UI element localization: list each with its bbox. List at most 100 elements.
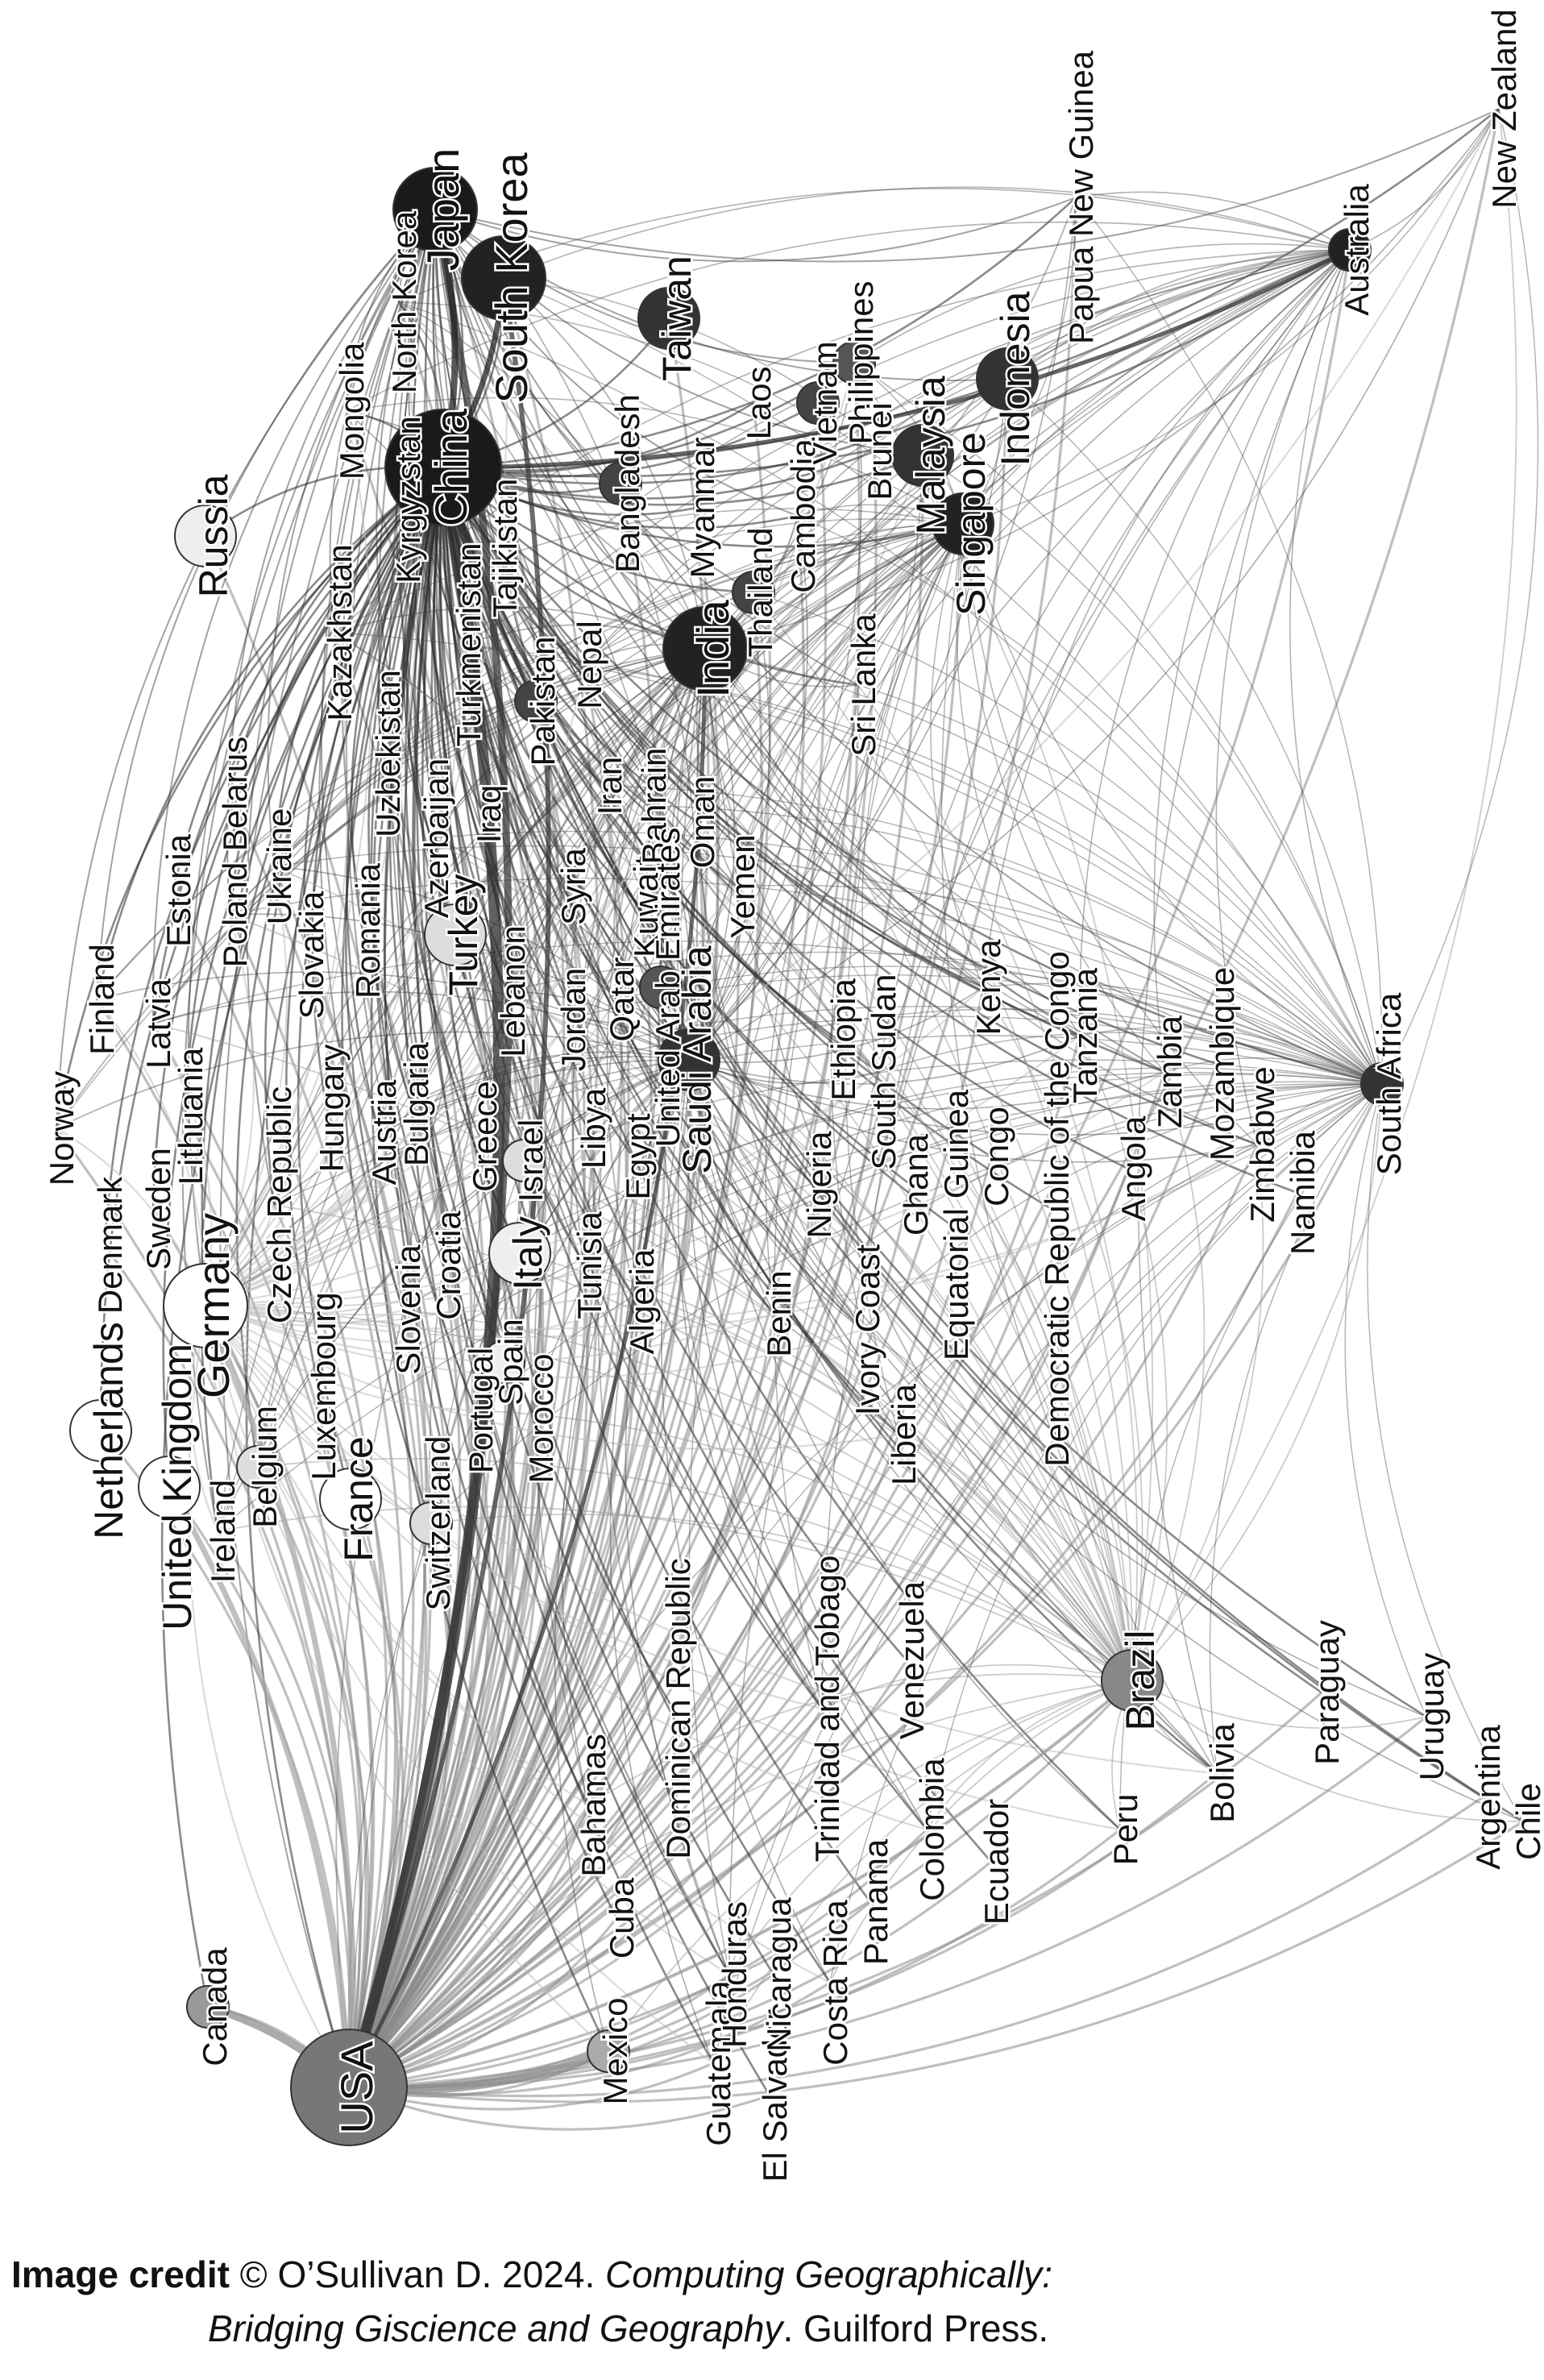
node-bangladesh [599,462,642,505]
edge-india-austria [378,648,706,1133]
label-singapore: Singapore [948,432,994,616]
edge-japan-italy [378,209,521,1254]
edge-japan-south-africa [434,209,1383,1085]
edge-india-belgium [257,648,706,1468]
edge-china-zimbabwe [442,467,1258,1146]
edge-australia-philippines [853,243,1351,363]
label-germany: Germany [188,1213,239,1398]
edge-china-singapore [442,466,964,548]
label-azerbaijan: Azerbaijan [417,758,455,918]
edge-china-canada [160,467,445,2008]
edge-singapore-south-sudan [861,523,964,1073]
node-japan [392,167,478,252]
edge-saudi-arabia-uruguay [688,1059,1427,1718]
edge-singapore-norway [56,523,964,1129]
edge-usa-argentina [348,1796,1484,2098]
edge-australia-ukraine [273,249,1351,867]
edge-south-africa-belgium [257,1082,1383,1468]
edge-japan-papua-new-guinea [434,197,1077,263]
edge-usa-algeria [347,1301,638,2089]
edge-china-namibia [442,467,1298,1194]
edge-singapore-poland [229,523,964,916]
edge-japan-poland [226,209,436,916]
edge-china-mozambique [442,467,1218,1065]
edge-south-africa-azerbaijan [430,830,1383,1085]
edge-india-latvia [152,648,706,1024]
edge-saudi-arabia-cambodia [688,515,808,1061]
edge-south-africa-costa-rica [829,1083,1383,1983]
label-hungary: Hungary [313,1045,351,1173]
edge-south-africa-nepal [583,664,1383,1085]
label-china: China [425,408,476,526]
edge-south-africa-philippines [853,362,1383,1085]
edge-brazil-saudi-arabia [688,1059,1133,1681]
node-canada [186,1985,230,2029]
edge-germany-kenya [205,986,984,1307]
label-russia: Russia [191,474,236,597]
label-qatar: Qatar [603,957,641,1041]
node-united-arab-emirates [639,966,683,1009]
label-romania: Romania [349,862,387,999]
edge-china-italy [405,467,521,1254]
edge-south-africa-saudi-arabia [688,1008,1383,1085]
edge-saudi-arabia-indonesia [688,378,1008,1061]
edge-saudi-arabia-azerbaijan [430,837,690,1061]
edge-japan-qatar [425,209,617,1000]
edge-south-africa-indonesia [1007,378,1383,1085]
label-chile: Chile [1509,1783,1544,1860]
edge-south-africa-uruguay [1344,1083,1427,1718]
label-saudi-arabia: Saudi Arabia [674,945,720,1174]
edge-south-africa-zambia [1164,1057,1383,1085]
label-bahrain: Bahrain [635,748,673,865]
edge-saudi-arabia-zambia [688,1059,1165,1110]
edge-china-oman [442,467,698,824]
edge-australia-new-zealand [1349,108,1500,251]
edge-singapore-tanzania [956,523,1081,1036]
edge-saudi-arabia-austria [378,1055,690,1133]
label-belgium: Belgium [246,1406,284,1528]
label-india: India [687,599,738,697]
node-china [384,409,502,526]
edge-australia-sri-lanka [857,249,1351,686]
edge-south-africa-south-korea [503,277,1383,1085]
edge-saudi-arabia-sri-lanka [688,684,859,1061]
edge-south-africa-italy [519,1067,1383,1254]
edge-germany-malaysia [205,455,924,1306]
edge-singapore-new-zealand [962,108,1500,525]
edge-china-slovenia [345,467,445,1310]
edge-india-liberia [697,648,899,1435]
edge-india-honduras [596,648,730,1975]
edge-australia-nepal [583,249,1351,666]
edge-brazil-trinidad-and-tobago [821,1664,1133,1709]
edge-trunk-usa-south-korea [347,276,551,2090]
edge-germany-lebanon [205,991,509,1306]
edge-australia-saudi-arabia [688,249,1351,1061]
label-paraguay: Paraguay [1308,1620,1346,1765]
edge-usa-ivory-coast [348,1329,864,2089]
edge-australia-papua-new-guinea [1075,191,1351,251]
edge-india-switzerland [429,648,706,1524]
edge-usa-south-africa [348,1083,1384,2089]
edge-singapore-qatar [616,523,964,1000]
edge-singapore-kazakhstan [334,508,964,633]
edge-south-africa-iran [604,785,1383,1085]
edge-germany-ivory-coast [205,1304,863,1379]
node-india [662,606,748,692]
edge-germany-bolivia [205,1305,1218,1775]
node-italy [488,1222,551,1285]
edge-japan-austria [321,209,436,1133]
edge-japan-bulgaria [341,209,436,1105]
edge-south-africa-south-sudan [878,1032,1383,1085]
edge-usa-latvia [151,1023,373,2088]
edge-china-colombia [442,467,928,1830]
edge-china-netherlands [99,467,445,1431]
edge-usa-ireland [216,1531,356,2088]
edge-south-africa-jordan [567,974,1383,1085]
edge-india-czech-republic [273,648,706,1206]
edge-china-france [297,467,445,1500]
edge-australia-south-africa [1289,249,1383,1085]
edge-south-africa-qatar [616,966,1383,1085]
label-ireland: Ireland [204,1480,242,1583]
edge-brazil-portugal [475,1410,1133,1681]
